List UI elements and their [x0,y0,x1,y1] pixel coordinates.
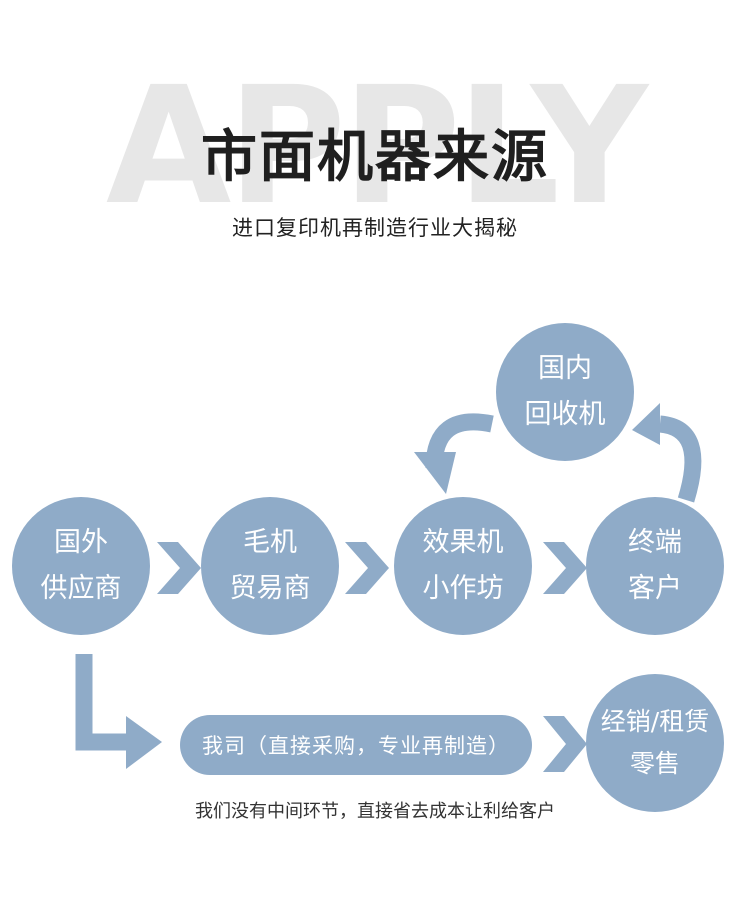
node-foreign-supplier-line1: 国外 [54,527,108,559]
node-domestic-recycler-line2: 回收机 [524,399,606,430]
elbow-arrow-head [126,716,162,769]
node-refurb-workshop-line2: 小作坊 [422,573,504,604]
node-distribution: 经销/租赁 零售 [586,674,724,812]
node-domestic-recycler: 国内 回收机 [496,323,634,461]
chevron-arrow-1 [157,542,201,594]
node-end-customer-line1: 终端 [628,527,682,559]
page-title: 市面机器来源 [201,125,549,190]
node-raw-machine-trader: 毛机 贸易商 [201,497,339,635]
node-foreign-supplier: 国外 供应商 [12,497,150,635]
node-distribution-line1: 经销/租赁 [600,706,710,736]
page-subtitle: 进口复印机再制造行业大揭秘 [232,216,518,240]
node-refurb-workshop: 效果机 小作坊 [394,497,532,635]
node-end-customer: 终端 客户 [586,497,724,635]
our-company-pill: 我司（直接采购，专业再制造） [180,715,532,775]
node-foreign-supplier-line2: 供应商 [40,573,122,604]
curved-arrow-left-head [414,452,456,494]
chevron-arrow-4 [543,716,587,772]
node-distribution-line2: 零售 [629,749,680,778]
chevron-arrow-2 [345,542,389,594]
elbow-arrow [75,654,128,751]
node-refurb-workshop-line1: 效果机 [422,527,504,559]
chevron-arrow-3 [543,542,587,594]
curved-arrow-right-head [632,403,660,445]
background-watermark-word: APPLY [105,53,648,241]
node-domestic-recycler-line1: 国内 [538,353,592,385]
node-raw-machine-trader-line1: 毛机 [243,527,297,559]
footnote: 我们没有中间环节，直接省去成本让利给客户 [195,801,555,822]
node-raw-machine-trader-line2: 贸易商 [229,573,311,604]
node-end-customer-line2: 客户 [628,573,682,604]
curved-arrow-right [658,415,702,503]
